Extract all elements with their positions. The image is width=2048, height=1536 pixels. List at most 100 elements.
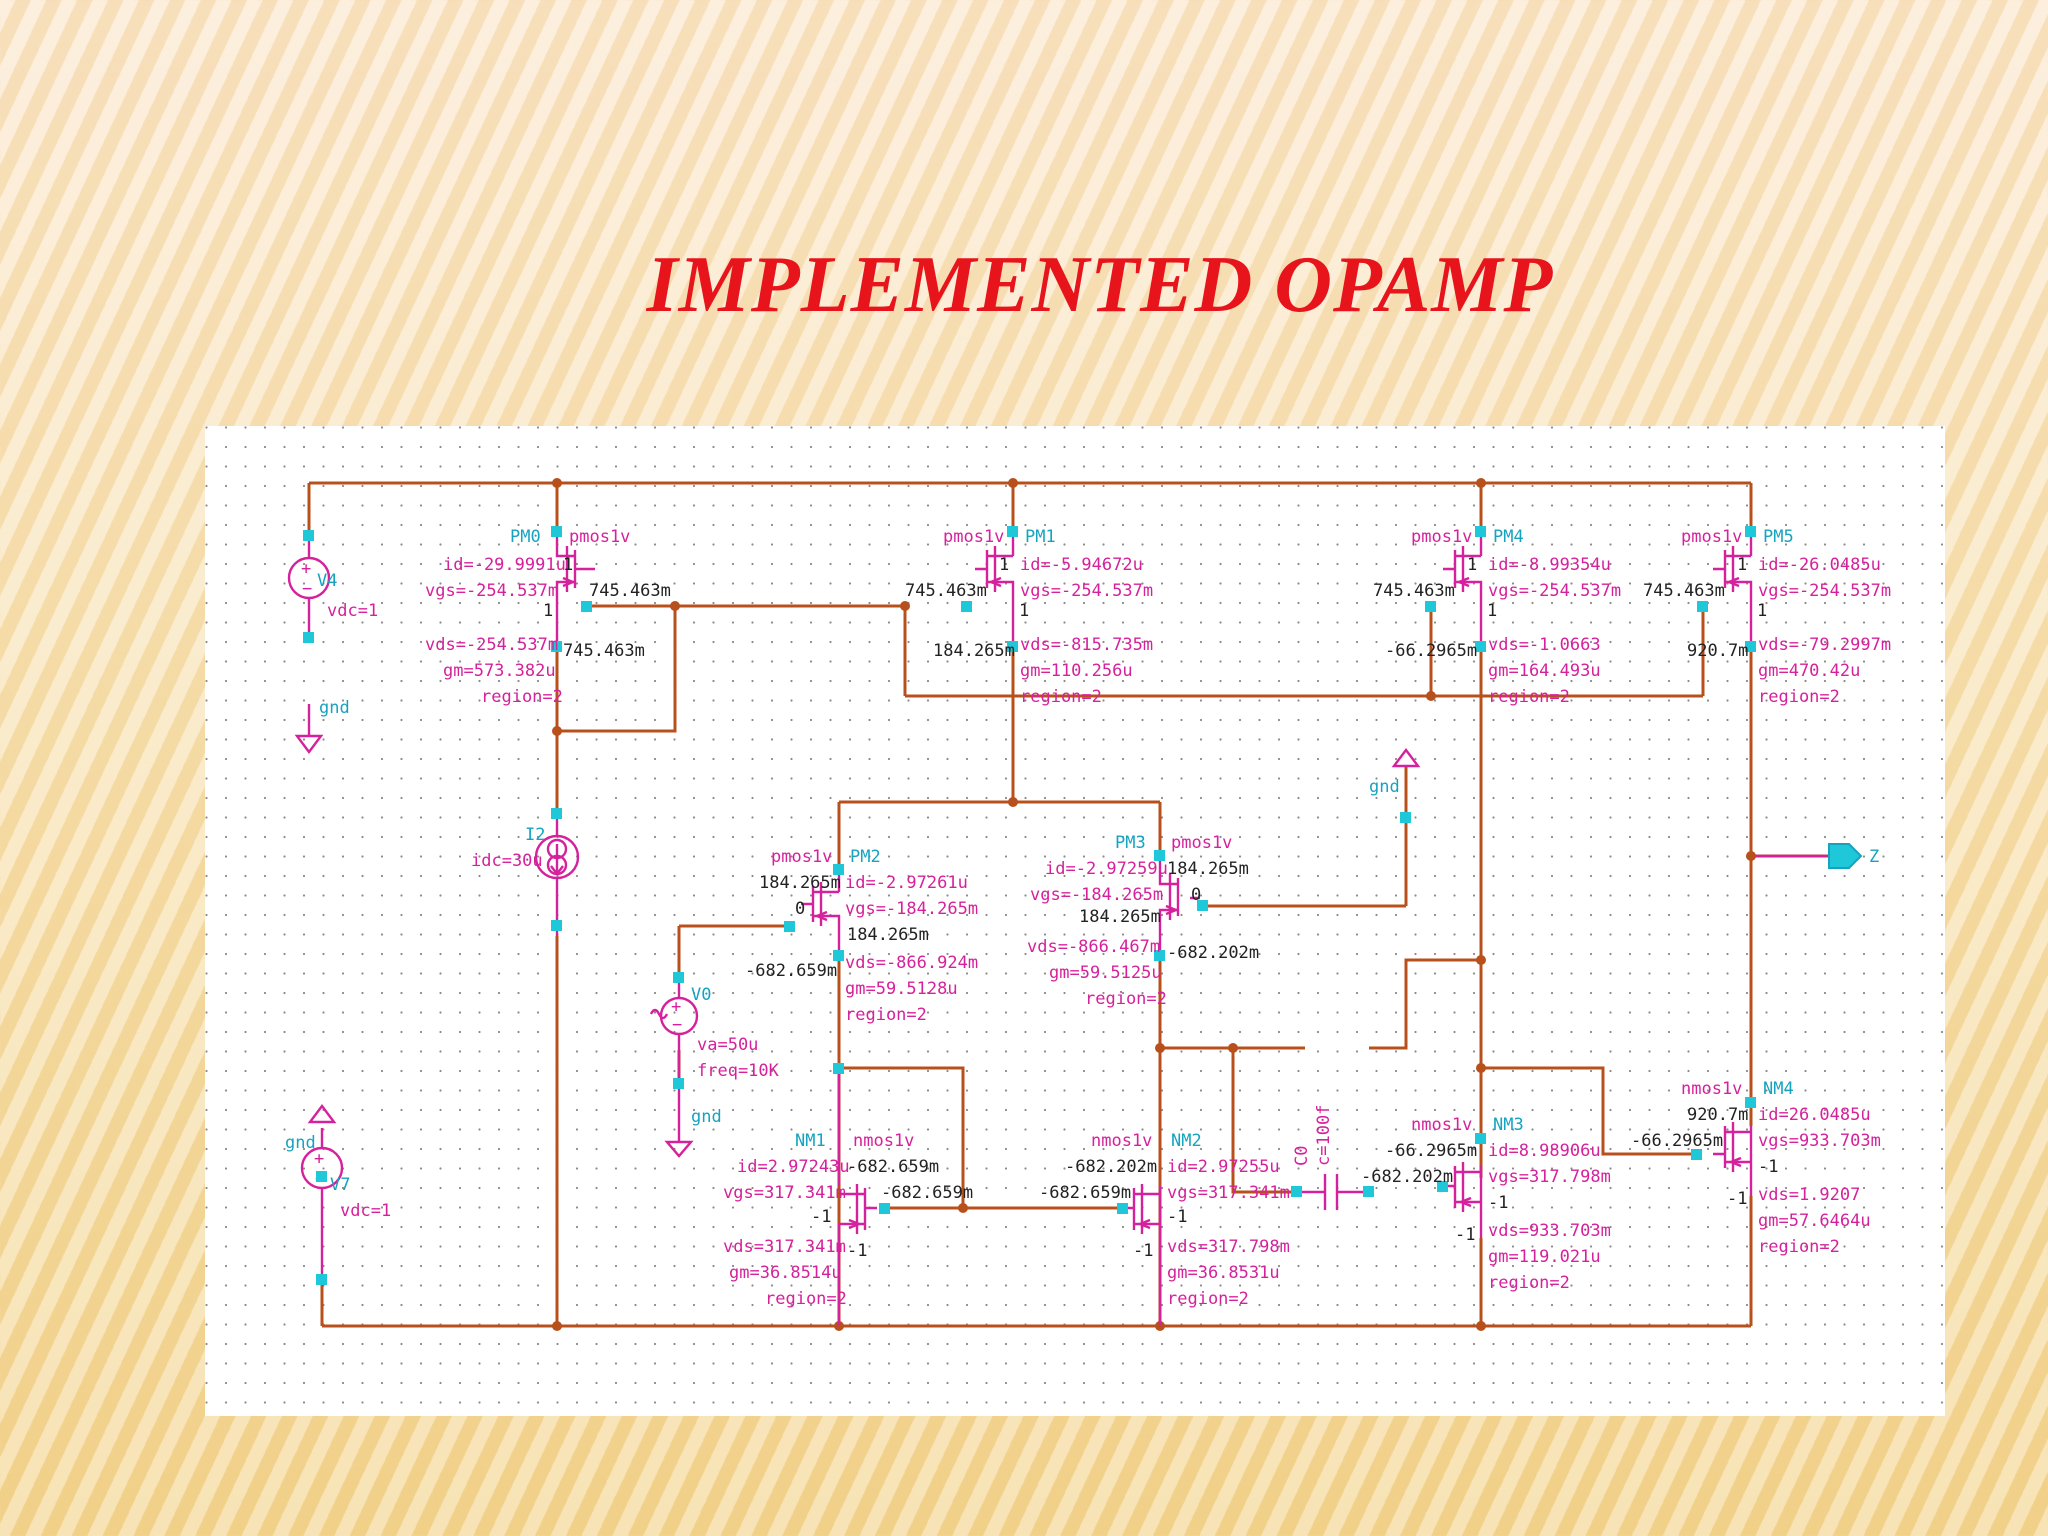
v7-source[interactable]: +− <box>300 1104 344 1285</box>
pm2-id: id=-2.97261u <box>845 873 968 893</box>
pm5-vgs: vgs=-254.537m <box>1758 581 1891 601</box>
pm3-region: region=2 <box>1085 989 1167 1009</box>
pm2-gm: gm=59.5128u <box>845 979 958 999</box>
pm5-symbol[interactable] <box>1697 526 1756 652</box>
pm1-gm: gm=110.256u <box>1020 661 1133 681</box>
v4-name: V4 <box>317 571 337 591</box>
nm3-symbol[interactable] <box>1437 1133 1486 1238</box>
i2-value: idc=30u <box>471 851 543 871</box>
pm0-v2: 745.463m <box>563 641 645 661</box>
nm3-v4: -1 <box>1455 1225 1475 1245</box>
grid-dots <box>205 426 1945 1416</box>
pm3-v2: 0 <box>1191 885 1201 905</box>
output-pin-z[interactable] <box>1828 843 1863 869</box>
pm4-v2: -66.2965m <box>1385 641 1477 661</box>
pm5-name: PM5 <box>1763 527 1794 547</box>
nm2-symbol[interactable] <box>1117 1184 1162 1326</box>
nm3-region: region=2 <box>1488 1273 1570 1293</box>
pm4-v1: 745.463m <box>1373 581 1455 601</box>
pm5-model: pmos1v <box>1681 527 1742 547</box>
pm4-vgs: vgs=-254.537m <box>1488 581 1621 601</box>
nm4-v3: -1 <box>1758 1157 1778 1177</box>
pm5-gm: gm=470.42u <box>1758 661 1860 681</box>
nm4-vds: vds=1.9207 <box>1758 1185 1860 1205</box>
v4-source[interactable]: +− <box>287 530 331 754</box>
pm3-v1: 184.265m <box>1167 859 1249 879</box>
pm3-symbol[interactable] <box>1154 850 1208 961</box>
nm2-model: nmos1v <box>1091 1131 1152 1151</box>
pm5-b1: 1 <box>1737 555 1747 575</box>
v0-va: va=50u <box>697 1035 758 1055</box>
pm0-region: region=2 <box>481 687 563 707</box>
pm1-v1: 745.463m <box>905 581 987 601</box>
pm0-symbol[interactable] <box>551 526 595 652</box>
pm2-v4: -682.659m <box>745 961 837 981</box>
pm0-b1: 1 <box>563 555 573 575</box>
c0-capacitor[interactable] <box>1291 1174 1374 1210</box>
pm1-v2: 184.265m <box>933 641 1015 661</box>
pm3-name: PM3 <box>1115 833 1146 853</box>
i2-name: I2 <box>525 825 545 845</box>
pm1-vds: vds=-815.735m <box>1020 635 1153 655</box>
pm0-id: id=-29.9991u <box>443 555 566 575</box>
nm3-name: NM3 <box>1493 1115 1524 1135</box>
v7-value: vdc=1 <box>340 1201 391 1221</box>
svg-text:+: + <box>301 559 311 579</box>
pm0-vgs: vgs=-254.537m <box>425 581 558 601</box>
nm2-v2: -682.659m <box>1039 1183 1131 1203</box>
pm2-v2: 0 <box>795 899 805 919</box>
nm1-vgs: vgs=317.341m <box>723 1183 846 1203</box>
pm4-b2: 1 <box>1487 601 1497 621</box>
v7-gnd: gnd <box>285 1133 316 1153</box>
nm1-name: NM1 <box>795 1131 826 1151</box>
nm3-v1: -66.2965m <box>1385 1141 1477 1161</box>
pm4-b1: 1 <box>1467 555 1477 575</box>
pm1-symbol[interactable] <box>961 526 1018 652</box>
pm1-vgs: vgs=-254.537m <box>1020 581 1153 601</box>
nm3-v2: -682.202m <box>1361 1167 1453 1187</box>
pm2-v3: 184.265m <box>847 925 929 945</box>
i2-current-source[interactable] <box>534 808 580 936</box>
pm4-id: id=-8.99354u <box>1488 555 1611 575</box>
v0-name: V0 <box>691 985 711 1005</box>
nm3-vgs: vgs=317.798m <box>1488 1167 1611 1187</box>
pm4-vds: vds=-1.0663 <box>1488 635 1601 655</box>
pm0-v1: 745.463m <box>589 581 671 601</box>
v0-ac-source[interactable]: +− <box>649 972 699 1158</box>
svg-text:−: − <box>672 1015 682 1035</box>
nm4-v4: -1 <box>1727 1189 1747 1209</box>
nm4-id: id=26.0485u <box>1758 1105 1871 1125</box>
nm2-v3: -1 <box>1167 1207 1187 1227</box>
pm5-id: id=-26.0485u <box>1758 555 1881 575</box>
v7-name: V7 <box>330 1175 350 1195</box>
pm2-v1: 184.265m <box>759 873 841 893</box>
nm1-region: region=2 <box>765 1289 847 1309</box>
nm4-symbol[interactable] <box>1691 1097 1756 1196</box>
nm2-region: region=2 <box>1167 1289 1249 1309</box>
pm4-gm: gm=164.493u <box>1488 661 1601 681</box>
gnd-top-symbol <box>1391 748 1421 823</box>
v0-freq: freq=10K <box>697 1061 780 1081</box>
nm1-v1: -682.659m <box>847 1157 939 1177</box>
nm4-v1: 920.7m <box>1687 1105 1748 1125</box>
nm2-gm: gm=36.8531u <box>1167 1263 1280 1283</box>
pm4-symbol[interactable] <box>1425 526 1486 652</box>
svg-text:+: + <box>314 1149 324 1169</box>
nm2-vgs: vgs=317.341m <box>1167 1183 1290 1203</box>
pm0-b2: 1 <box>543 601 553 621</box>
pm5-v2: 920.7m <box>1687 641 1748 661</box>
nm2-name: NM2 <box>1171 1131 1202 1151</box>
nm2-vds: vds=317.798m <box>1167 1237 1290 1257</box>
nm3-id: id=8.98906u <box>1488 1141 1601 1161</box>
c0-value: c=100f <box>1314 1105 1334 1166</box>
pm1-b1: 1 <box>999 555 1009 575</box>
pm5-region: region=2 <box>1758 687 1840 707</box>
nm1-symbol[interactable] <box>833 1063 890 1326</box>
nm1-v4: -1 <box>847 1241 867 1261</box>
schematic-canvas: +− +− +− PM0 pmos1v <box>205 426 1945 1416</box>
nm2-v1: -682.202m <box>1065 1157 1157 1177</box>
pm4-name: PM4 <box>1493 527 1524 547</box>
pm1-b2: 1 <box>1019 601 1029 621</box>
pm2-symbol[interactable] <box>784 864 844 961</box>
pm1-name: PM1 <box>1025 527 1056 547</box>
